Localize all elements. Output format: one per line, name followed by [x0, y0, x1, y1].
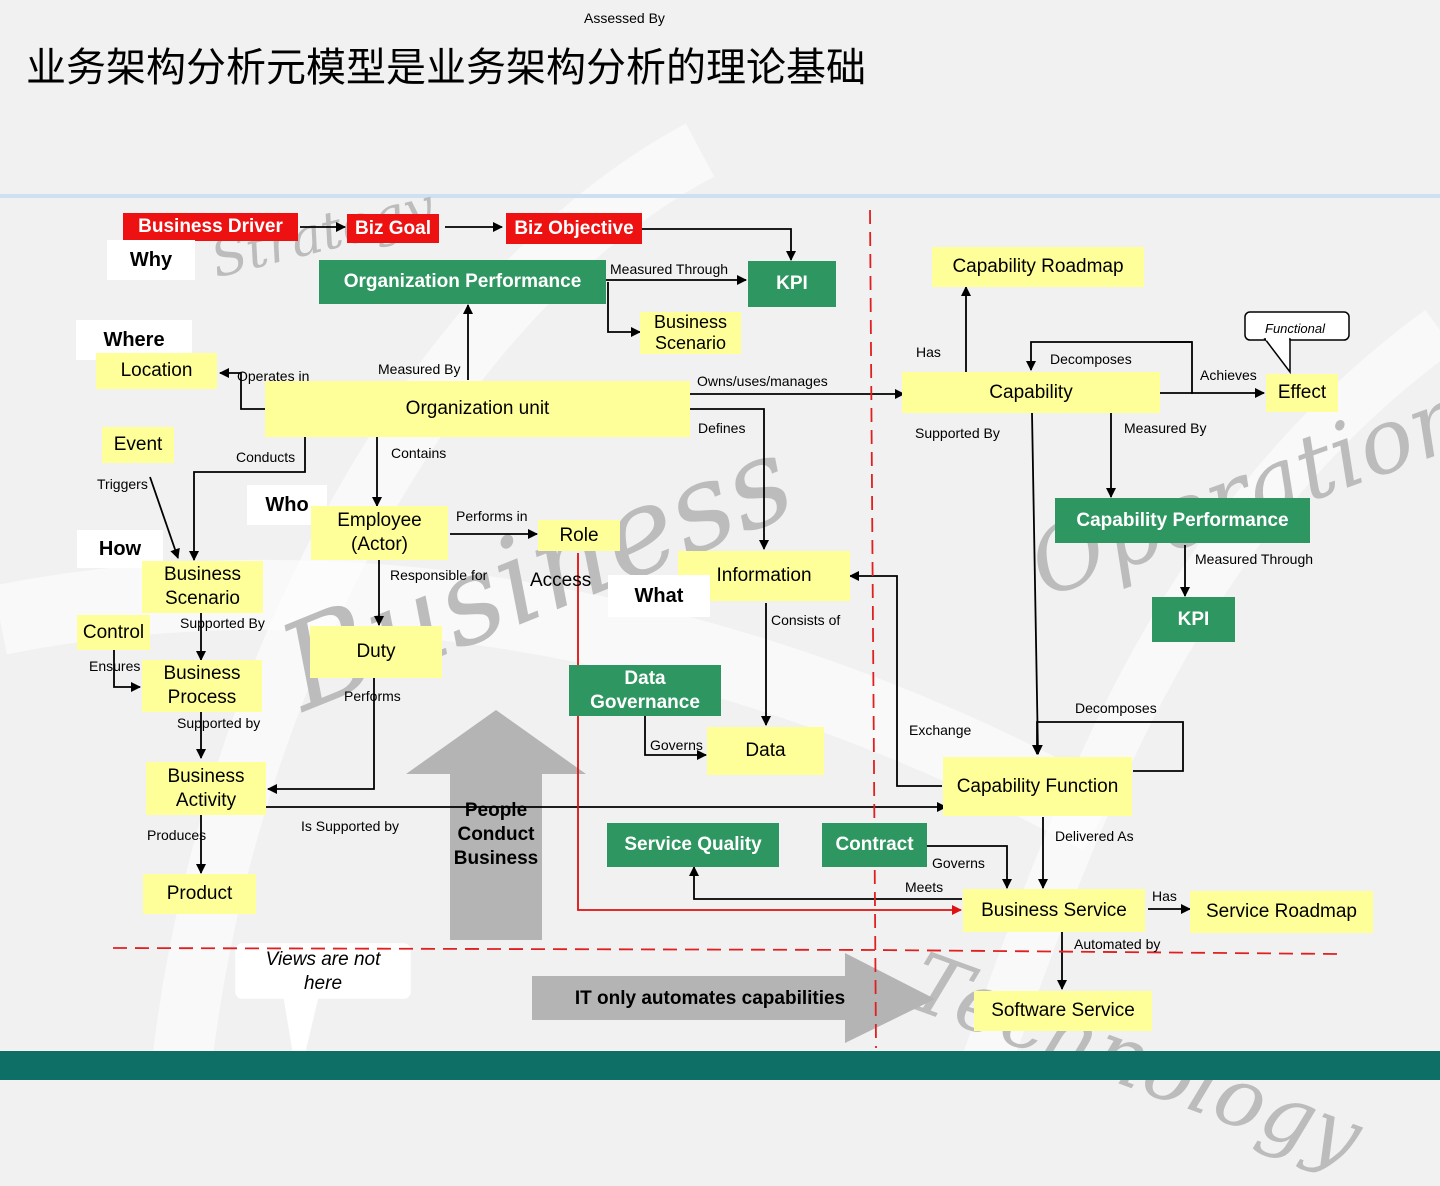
- edge-label-contains: Contains: [391, 445, 447, 461]
- edge-label-governs-contract: Governs: [932, 855, 985, 871]
- employee-actor-box: Employee (Actor): [311, 506, 448, 560]
- edge-label-responsible-for: Responsible for: [390, 567, 488, 583]
- biz-goal-box: Biz Goal: [347, 214, 439, 243]
- edge-label-produces: Produces: [147, 827, 207, 843]
- edge-label-measured-by-org: Measured By: [378, 361, 461, 377]
- people-line1: People: [464, 800, 528, 821]
- business-scenario-top-line2: Scenario: [654, 333, 727, 353]
- edge-label-ensures: Ensures: [89, 658, 141, 674]
- edge-label-defines: Defines: [698, 420, 746, 436]
- business-driver-box: Business Driver: [123, 213, 298, 241]
- software-service-box: Software Service: [974, 991, 1152, 1031]
- views-not-here-note: Views are not here: [236, 948, 410, 996]
- service-roadmap-box: Service Roadmap: [1190, 891, 1373, 933]
- edge-label-consists-of: Consists of: [771, 612, 841, 628]
- edge-label-operates-in: Operates in: [237, 368, 310, 384]
- edge-label-measured-by-capability: Measured By: [1124, 420, 1207, 436]
- event-box: Event: [102, 427, 174, 463]
- edge-label-performs: Performs: [344, 688, 401, 704]
- role-box: Role: [538, 520, 620, 551]
- people-line3: Business: [453, 848, 539, 869]
- business-process-box: Business Process: [142, 660, 262, 712]
- contract-box: Contract: [822, 823, 927, 867]
- edge-label-is-supported-by: Is Supported by: [301, 818, 400, 834]
- callouts: [235, 311, 1350, 1080]
- edge-label-has-roadmap: Has: [916, 344, 941, 360]
- control-box: Control: [77, 615, 150, 650]
- views-note-line2: here: [303, 973, 343, 994]
- functional-callout-label: Functional: [1265, 321, 1325, 336]
- people-line2: Conduct: [457, 824, 535, 845]
- employee-line1: Employee: [337, 510, 422, 531]
- edge-label-measured-through-top: Measured Through: [610, 261, 729, 277]
- business-scenario-line1: Business: [163, 564, 242, 585]
- header-divider: [0, 194, 1440, 198]
- data-governance-line2: Governance: [590, 691, 700, 713]
- it-arrow-shape: [532, 953, 935, 1043]
- capability-roadmap-box: Capability Roadmap: [932, 247, 1144, 287]
- effect-box: Effect: [1266, 374, 1338, 412]
- employee-line2: (Actor): [351, 534, 408, 555]
- business-scenario-top-line1: Business: [653, 312, 728, 332]
- edge-label-exchange: Exchange: [909, 722, 972, 738]
- views-note-line1: Views are not: [265, 949, 381, 970]
- edge-label-governs-data: Governs: [650, 737, 703, 753]
- business-activity-line2: Activity: [175, 789, 237, 811]
- page-title: 业务架构分析元模型是业务架构分析的理论基础: [26, 46, 866, 90]
- why-label: Why: [107, 240, 195, 280]
- edge-label-triggers: Triggers: [97, 476, 148, 492]
- data-box: Data: [707, 727, 824, 775]
- business-scenario-box-top: Business Scenario: [640, 312, 741, 354]
- it-only-automates-text: IT only automates capabilities: [574, 988, 846, 1009]
- edge-label-supported-by-scenario: Supported By: [180, 615, 265, 631]
- capability-function-box: Capability Function: [943, 757, 1132, 816]
- edge-label-supported-by-process: Supported by: [177, 715, 261, 731]
- kpi-box-right: KPI: [1152, 597, 1235, 642]
- edge-label-delivered-as: Delivered As: [1055, 828, 1134, 844]
- data-governance-line1: Data: [624, 667, 666, 689]
- footer-bar: [0, 1051, 1440, 1080]
- business-activity-box: Business Activity: [146, 762, 266, 815]
- duty-box: Duty: [310, 626, 442, 678]
- organization-performance-box: Organization Performance: [319, 260, 606, 304]
- edge-label-automated-by: Automated by: [1074, 936, 1161, 952]
- edge-label-performs-in: Performs in: [456, 508, 528, 524]
- business-activity-line1: Business: [167, 765, 245, 787]
- kpi-box-top: KPI: [748, 261, 836, 307]
- capability-box: Capability: [902, 372, 1160, 413]
- edge-label-achieves: Achieves: [1200, 367, 1257, 383]
- edge-label-supported-by-capability: Supported By: [915, 425, 1000, 441]
- edge-label-conducts: Conducts: [236, 449, 296, 465]
- edge-label-has-service: Has: [1152, 888, 1177, 904]
- business-process-line1: Business: [163, 663, 241, 684]
- edge-label-decomposes-function: Decomposes: [1075, 700, 1157, 716]
- what-label: What: [608, 575, 710, 617]
- big-arrows: [406, 710, 935, 1043]
- access-label: Access: [530, 570, 592, 591]
- biz-objective-box: Biz Objective: [506, 213, 642, 244]
- diagram-canvas: Assessed By 业务架构分析元模型是业务架构分析的理论基础 Strate…: [0, 10, 1440, 1186]
- connectors: [112, 209, 1341, 1049]
- service-quality-box: Service Quality: [607, 823, 779, 867]
- product-box: Product: [143, 874, 256, 914]
- business-scenario-line2: Scenario: [165, 588, 240, 609]
- edge-label-measured-through-right: Measured Through: [1195, 551, 1314, 567]
- edge-label-owns-uses-manages: Owns/uses/manages: [697, 373, 828, 389]
- edge-label-meets: Meets: [905, 879, 944, 895]
- data-governance-box: Data Governance: [569, 665, 721, 716]
- business-scenario-box: Business Scenario: [142, 561, 263, 613]
- business-process-line2: Process: [167, 687, 237, 708]
- organization-unit-box: Organization unit: [265, 381, 690, 437]
- assessed-by-label: Assessed By: [584, 10, 665, 26]
- people-conduct-business-text: People Conduct Business: [436, 799, 556, 871]
- capability-performance-box: Capability Performance: [1055, 498, 1310, 543]
- people-arrow-shape: [406, 710, 586, 940]
- edge-label-decomposes-capability: Decomposes: [1050, 351, 1132, 367]
- business-service-box: Business Service: [963, 889, 1145, 932]
- location-box: Location: [96, 353, 217, 389]
